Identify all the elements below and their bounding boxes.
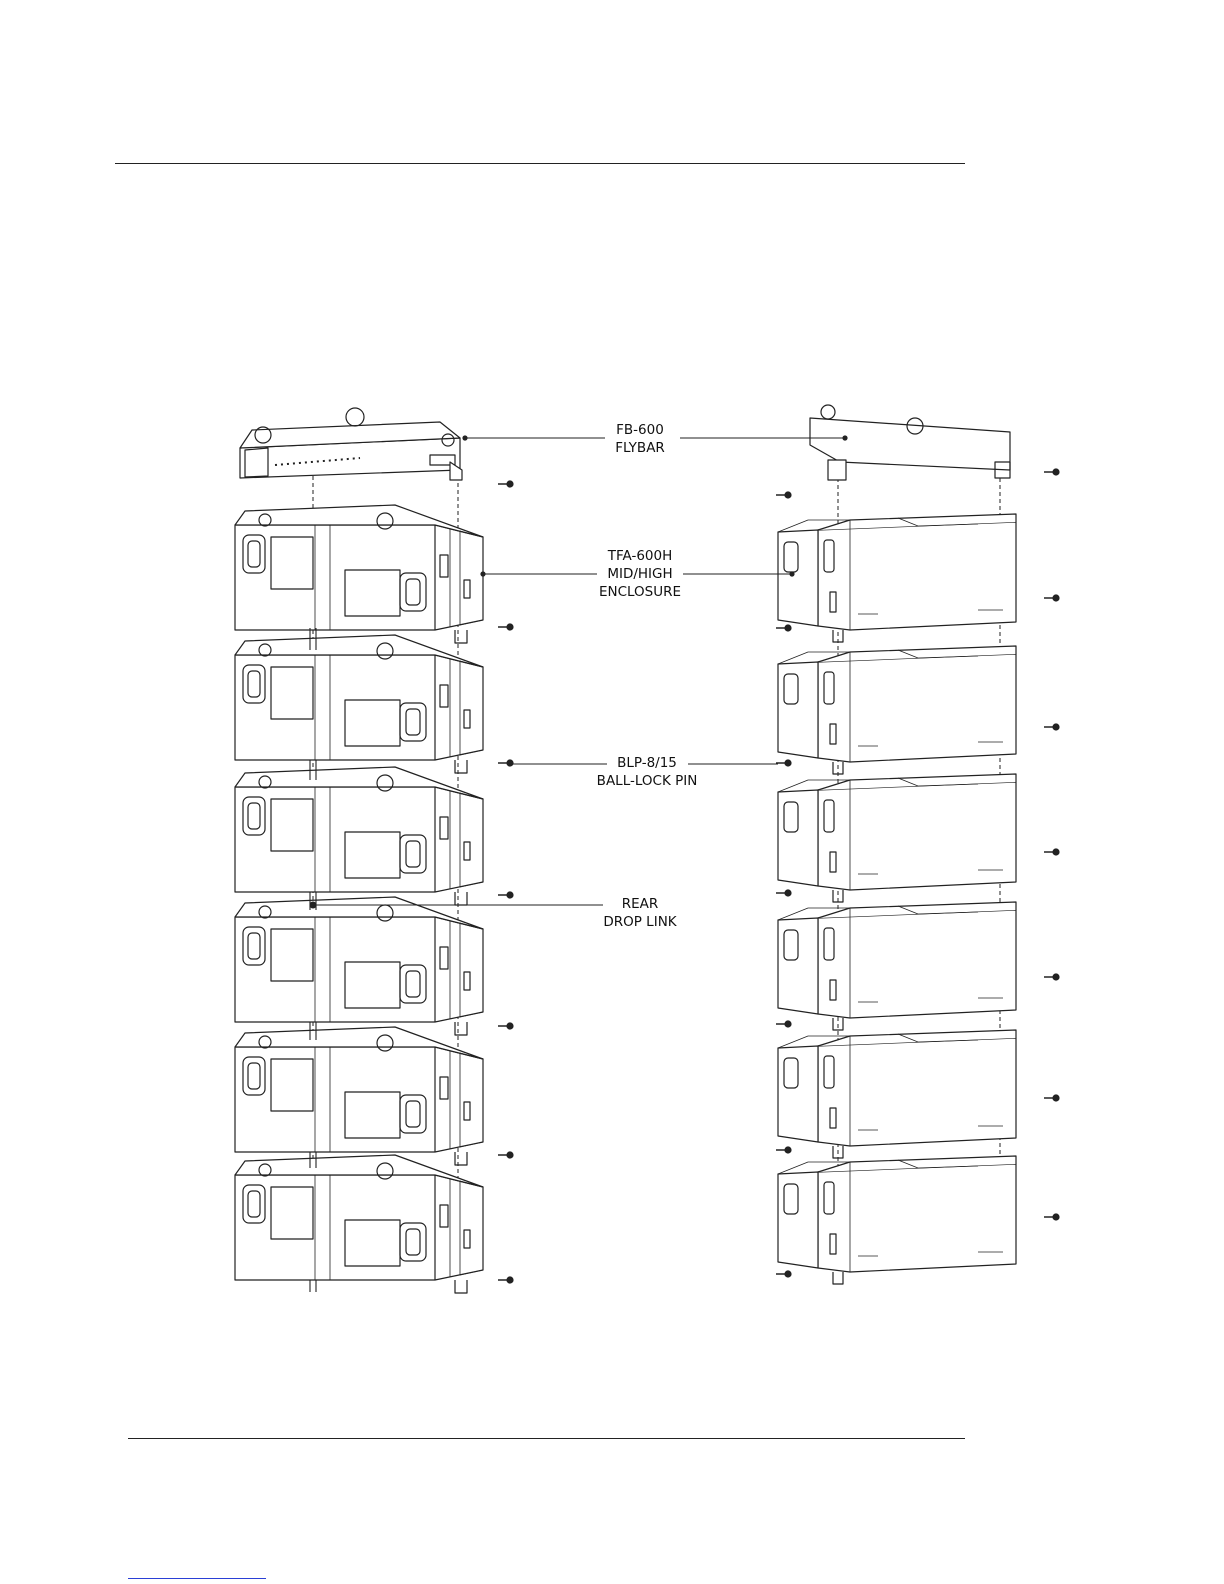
- flybar-right: [810, 405, 1010, 480]
- callout-ball-lock-pin: BLP-8/15 BALL-LOCK PIN: [597, 754, 698, 790]
- callout-enclosure-line1: TFA-600H: [599, 547, 681, 565]
- callout-pin-line1: BLP-8/15: [597, 754, 698, 772]
- flybar-left: [240, 408, 462, 480]
- callout-flybar-line1: FB-600: [615, 421, 665, 439]
- callout-enclosure-line2: MID/HIGH: [599, 565, 681, 583]
- callout-droplink-line2: DROP LINK: [603, 913, 676, 931]
- callout-droplink-line1: REAR: [603, 895, 676, 913]
- callout-enclosure: TFA-600H MID/HIGH ENCLOSURE: [599, 547, 681, 601]
- callout-flybar-line2: FLYBAR: [615, 439, 665, 457]
- callout-flybar: FB-600 FLYBAR: [615, 421, 665, 457]
- callout-rear-drop-link: REAR DROP LINK: [603, 895, 676, 931]
- callout-pin-line2: BALL-LOCK PIN: [597, 772, 698, 790]
- callout-enclosure-line3: ENCLOSURE: [599, 583, 681, 601]
